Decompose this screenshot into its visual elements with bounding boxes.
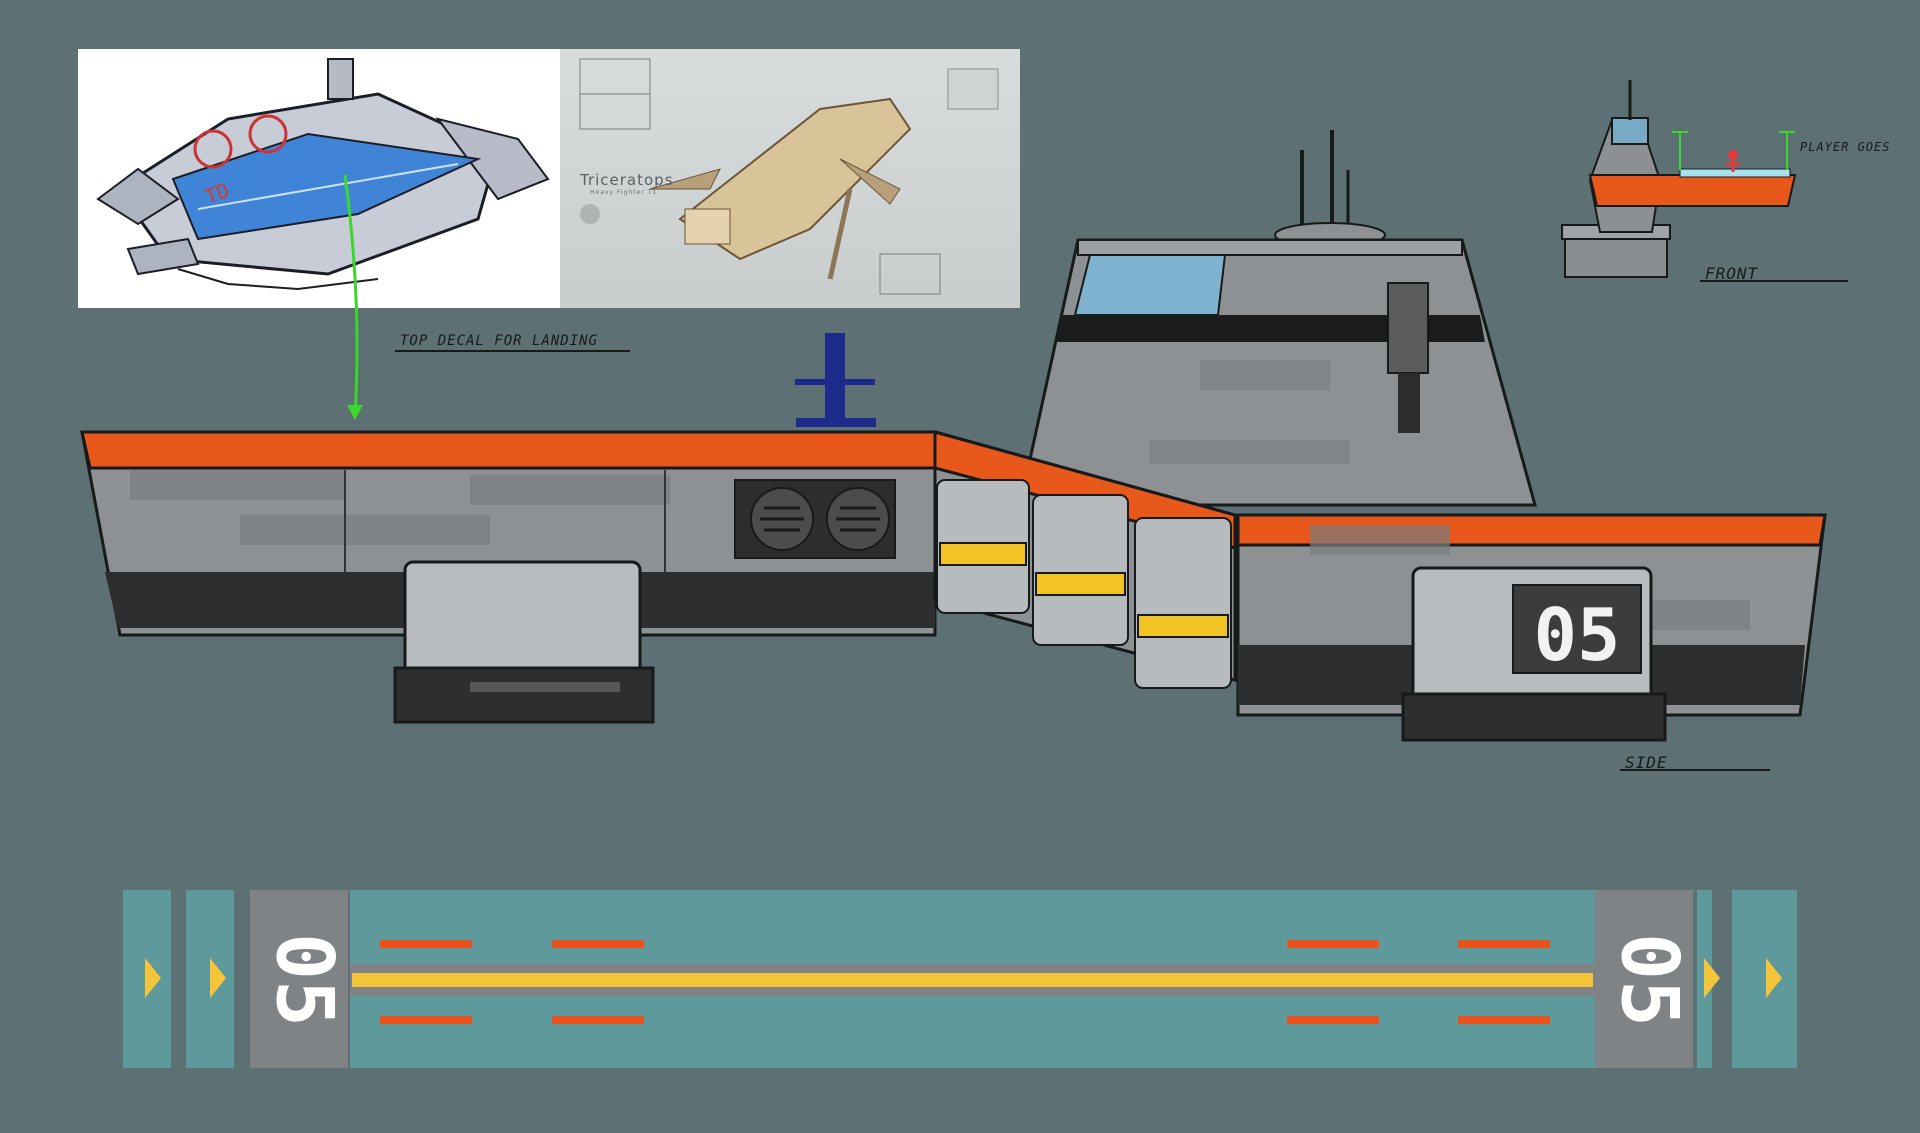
triceratops-ship-illustration — [579, 58, 999, 295]
player-note: Player goes — [1800, 140, 1891, 154]
arrow-right-icon — [210, 958, 226, 998]
reference-image-topdown: TD — [78, 49, 560, 308]
topdown-ship-illustration: TD — [96, 58, 550, 291]
side-view-drawing: 05 — [80, 130, 1827, 771]
front-view-drawing — [1561, 80, 1848, 282]
player-figure-icon — [795, 333, 876, 427]
player-figure-icon — [1726, 150, 1740, 172]
strip-number-right: 05 — [1604, 933, 1694, 1027]
decal-guide-arrow — [343, 174, 363, 420]
front-view-label: Front — [1705, 264, 1759, 283]
arrow-right-icon — [145, 958, 161, 998]
hull-number: 05 — [1534, 593, 1621, 677]
ref-image-subtitle: Heavy Fighter T1 — [590, 189, 658, 196]
decal-note: Top decal for landing — [400, 333, 599, 349]
reference-image-triceratops: Triceratops Heavy Fighter T1 — [560, 49, 1020, 308]
ref-image-title: Triceratops — [580, 171, 674, 189]
side-view-label: Side — [1625, 753, 1668, 772]
strip-number-left: 05 — [259, 933, 349, 1027]
arrow-right-icon — [1766, 958, 1782, 998]
arrow-right-icon — [1704, 958, 1720, 998]
landing-strip-decal: 05 05 — [123, 890, 1797, 1068]
